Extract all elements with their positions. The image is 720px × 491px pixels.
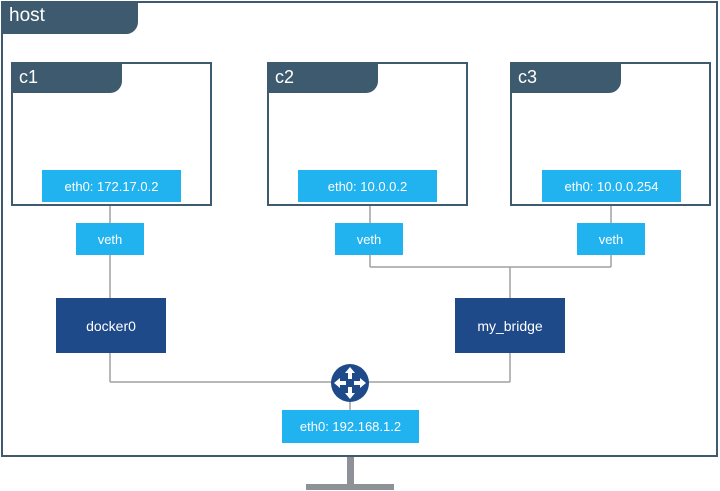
c1-veth: veth: [76, 223, 144, 255]
container-c2-label: c2: [267, 62, 378, 93]
my-bridge: my_bridge: [455, 298, 565, 353]
stand-neck: [347, 456, 354, 486]
c2-veth: veth: [335, 223, 403, 255]
host-eth0-interface: eth0: 192.168.1.2: [282, 410, 419, 443]
docker0-bridge: docker0: [56, 298, 166, 353]
host-label: host: [1, 1, 138, 34]
c3-eth0-interface: eth0: 10.0.0.254: [542, 170, 681, 202]
stand-base: [306, 484, 394, 490]
c1-eth0-interface: eth0: 172.17.0.2: [42, 170, 181, 202]
c3-veth: veth: [577, 223, 645, 255]
c2-eth0-interface: eth0: 10.0.0.2: [298, 170, 437, 202]
container-c1-label: c1: [11, 62, 122, 93]
container-c3-label: c3: [510, 62, 621, 93]
router-icon: [331, 364, 369, 402]
